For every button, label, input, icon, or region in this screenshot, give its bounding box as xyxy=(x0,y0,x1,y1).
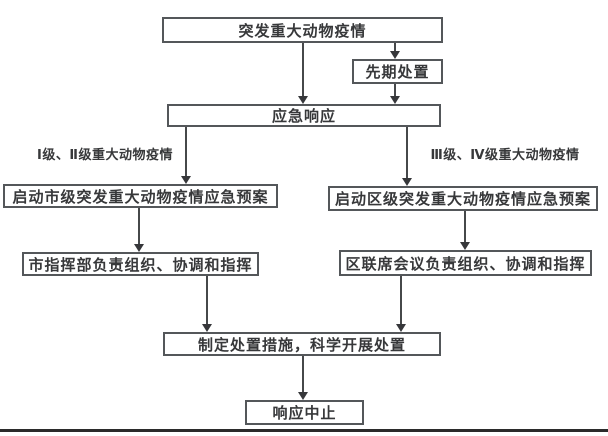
arrow-district-plan-to-district-conference xyxy=(460,211,470,250)
node-city-command: 市指挥部负责组织、协调和指挥 xyxy=(22,252,259,276)
arrow-city-plan-to-city-command xyxy=(134,208,144,252)
node-city-command-label: 市指挥部负责组织、协调和指挥 xyxy=(28,255,253,274)
node-district-conference: 区联席会议负责组织、协调和指挥 xyxy=(339,250,592,276)
arrow-preliminary-to-response xyxy=(390,84,400,104)
arrow-measures-to-termination xyxy=(298,356,308,400)
node-response-termination-label: 响应中止 xyxy=(272,404,337,422)
node-district-plan-label: 启动区级突发重大动物疫情应急预案 xyxy=(334,190,591,208)
bottom-divider-line xyxy=(0,429,608,432)
node-city-plan: 启动市级突发重大动物疫情应急预案 xyxy=(3,184,278,208)
node-emergency-response-label: 应急响应 xyxy=(271,107,336,125)
node-outbreak: 突发重大动物疫情 xyxy=(162,17,443,43)
arrow-city-command-to-measures xyxy=(202,276,212,332)
node-emergency-response: 应急响应 xyxy=(167,104,441,127)
branch-label-level-1-2: Ⅰ级、Ⅱ级重大动物疫情 xyxy=(37,148,173,163)
node-district-conference-label: 区联席会议负责组织、协调和指挥 xyxy=(345,254,586,273)
branch-label-level-3-4: Ⅲ级、Ⅳ级重大动物疫情 xyxy=(430,148,580,163)
node-district-plan: 启动区级突发重大动物疫情应急预案 xyxy=(328,186,598,211)
arrow-outbreak-to-response xyxy=(298,43,308,104)
node-city-plan-label: 启动市级突发重大动物疫情应急预案 xyxy=(12,187,269,206)
arrow-response-to-district-plan xyxy=(402,127,412,186)
node-disposal-measures-label: 制定处置措施，科学开展处置 xyxy=(197,335,406,354)
node-preliminary-disposal: 先期处置 xyxy=(352,59,443,84)
arrow-outbreak-to-preliminary xyxy=(390,43,400,59)
node-disposal-measures: 制定处置措施，科学开展处置 xyxy=(163,332,441,356)
arrow-district-conference-to-measures xyxy=(396,276,406,332)
arrow-response-to-city-plan xyxy=(181,127,191,184)
node-response-termination: 响应中止 xyxy=(245,400,364,425)
node-preliminary-disposal-label: 先期处置 xyxy=(365,63,430,81)
node-outbreak-label: 突发重大动物疫情 xyxy=(238,21,367,40)
